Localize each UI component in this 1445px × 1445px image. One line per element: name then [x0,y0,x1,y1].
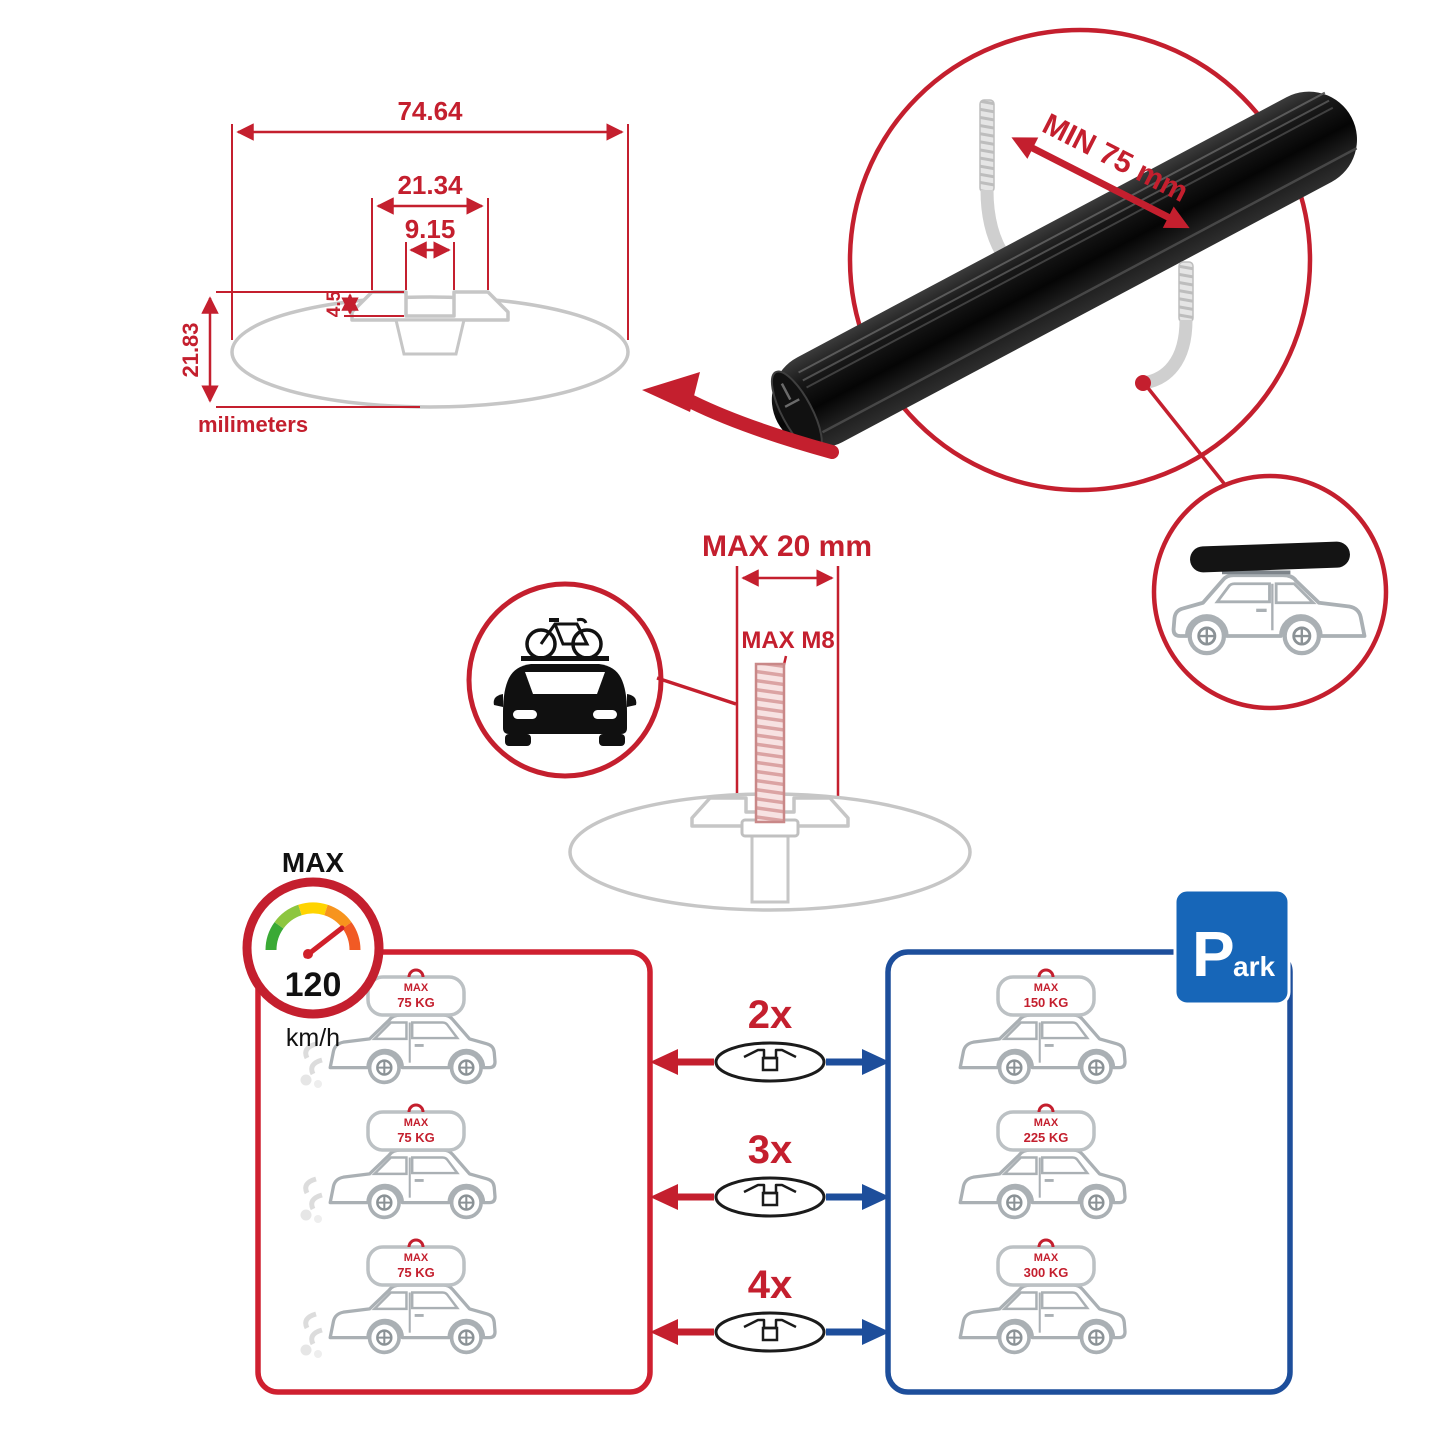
bolt-diagram: MAX 20 mm MAX M8 [568,530,972,912]
left-arrow-icon [650,1319,678,1345]
multiplier-label: 2x [748,993,793,1037]
speed-unit: km/h [286,1024,340,1052]
suv-roofbox-badge [1151,473,1389,711]
cargo-load-label: 75 KG [397,995,435,1010]
crossbar-profile-icon [714,1311,826,1353]
right-arrow-icon [862,1319,890,1345]
parking-cars: MAX 150 KG MAX 225 KG MAX 300 KG [958,968,1127,1355]
windshield [525,672,605,694]
park-sign: P ark [1173,888,1291,1006]
park-sign-suffix: ark [1233,951,1275,982]
clamp-hook-front [1135,261,1194,391]
right-arrow-icon [862,1184,890,1210]
bolt-max-length-label: MAX 20 mm [702,530,872,563]
cargo-load-label: 75 KG [397,1130,435,1145]
bolt-max-thread-label: MAX M8 [741,627,834,654]
cargo-load-label: 225 KG [1024,1130,1069,1145]
speed-limit-badge: MAX 120 km/h [242,847,384,1052]
crossbar-profile-icon [714,1176,826,1218]
roof-rack-bar [521,656,609,661]
left-arrow-icon [650,1184,678,1210]
cargo-max-label: MAX [404,982,429,994]
headlight [593,710,617,719]
cargo-max-label: MAX [404,1117,429,1129]
headlight [513,710,537,719]
profile-channel-cavity [394,318,466,356]
bike-frame-icon [539,622,590,646]
crossbar-detail: MIN 75 mm [770,27,1358,493]
cargo-max-label: MAX [1034,982,1059,994]
driving-cars: MAX 75 KG MAX 75 KG MAX 75 KG [301,968,497,1358]
dim-total-width: 74.64 [397,96,463,126]
wheel [599,734,625,746]
roof-box [1190,541,1350,573]
dim-total-height: 21.83 [178,322,203,377]
mirror-icon [493,694,503,707]
dim-channel-opening: 9.15 [405,214,456,244]
connector-line-bolt [656,676,737,706]
cargo-max-label: MAX [404,1252,429,1264]
cargo-max-label: MAX [1034,1252,1059,1264]
cargo-load-label: 75 KG [397,1265,435,1280]
park-sign-letter: P [1192,918,1235,990]
crossbar-bar [770,91,1358,454]
dim-channel-outer: 21.34 [397,170,463,200]
connector-line-suv [1146,386,1228,488]
bike-car-badge [466,581,737,779]
bolt-threaded-rod [754,662,786,824]
mirror-icon [627,694,637,707]
cargo-load-label: 150 KG [1024,995,1069,1010]
car-front-with-bike [493,617,637,746]
speed-max-label: MAX [282,847,345,878]
crossbar-profile-icon [714,1041,826,1083]
multiplier-rows: 2x 3x 4x [650,993,890,1353]
dim-unit-label: milimeters [198,412,308,437]
bar-to-profile-arrow [642,372,839,459]
cargo-load-label: 300 KG [1024,1265,1069,1280]
multiplier-label: 4x [748,1263,793,1307]
dimension-drawing: 74.64 21.34 9.15 4.5 21.83 milimeters [178,96,630,437]
wheel [505,734,531,746]
hook-end-dot [1135,375,1151,391]
cargo-max-label: MAX [1034,1117,1059,1129]
multiplier-label: 3x [748,1128,793,1172]
left-arrow-icon [650,1049,678,1075]
dim-lip-depth: 4.5 [324,290,345,317]
speedometer-gauge-icon [265,902,361,959]
bolt-channel-stem [750,834,790,904]
speed-value: 120 [285,966,342,1004]
right-arrow-icon [862,1049,890,1075]
